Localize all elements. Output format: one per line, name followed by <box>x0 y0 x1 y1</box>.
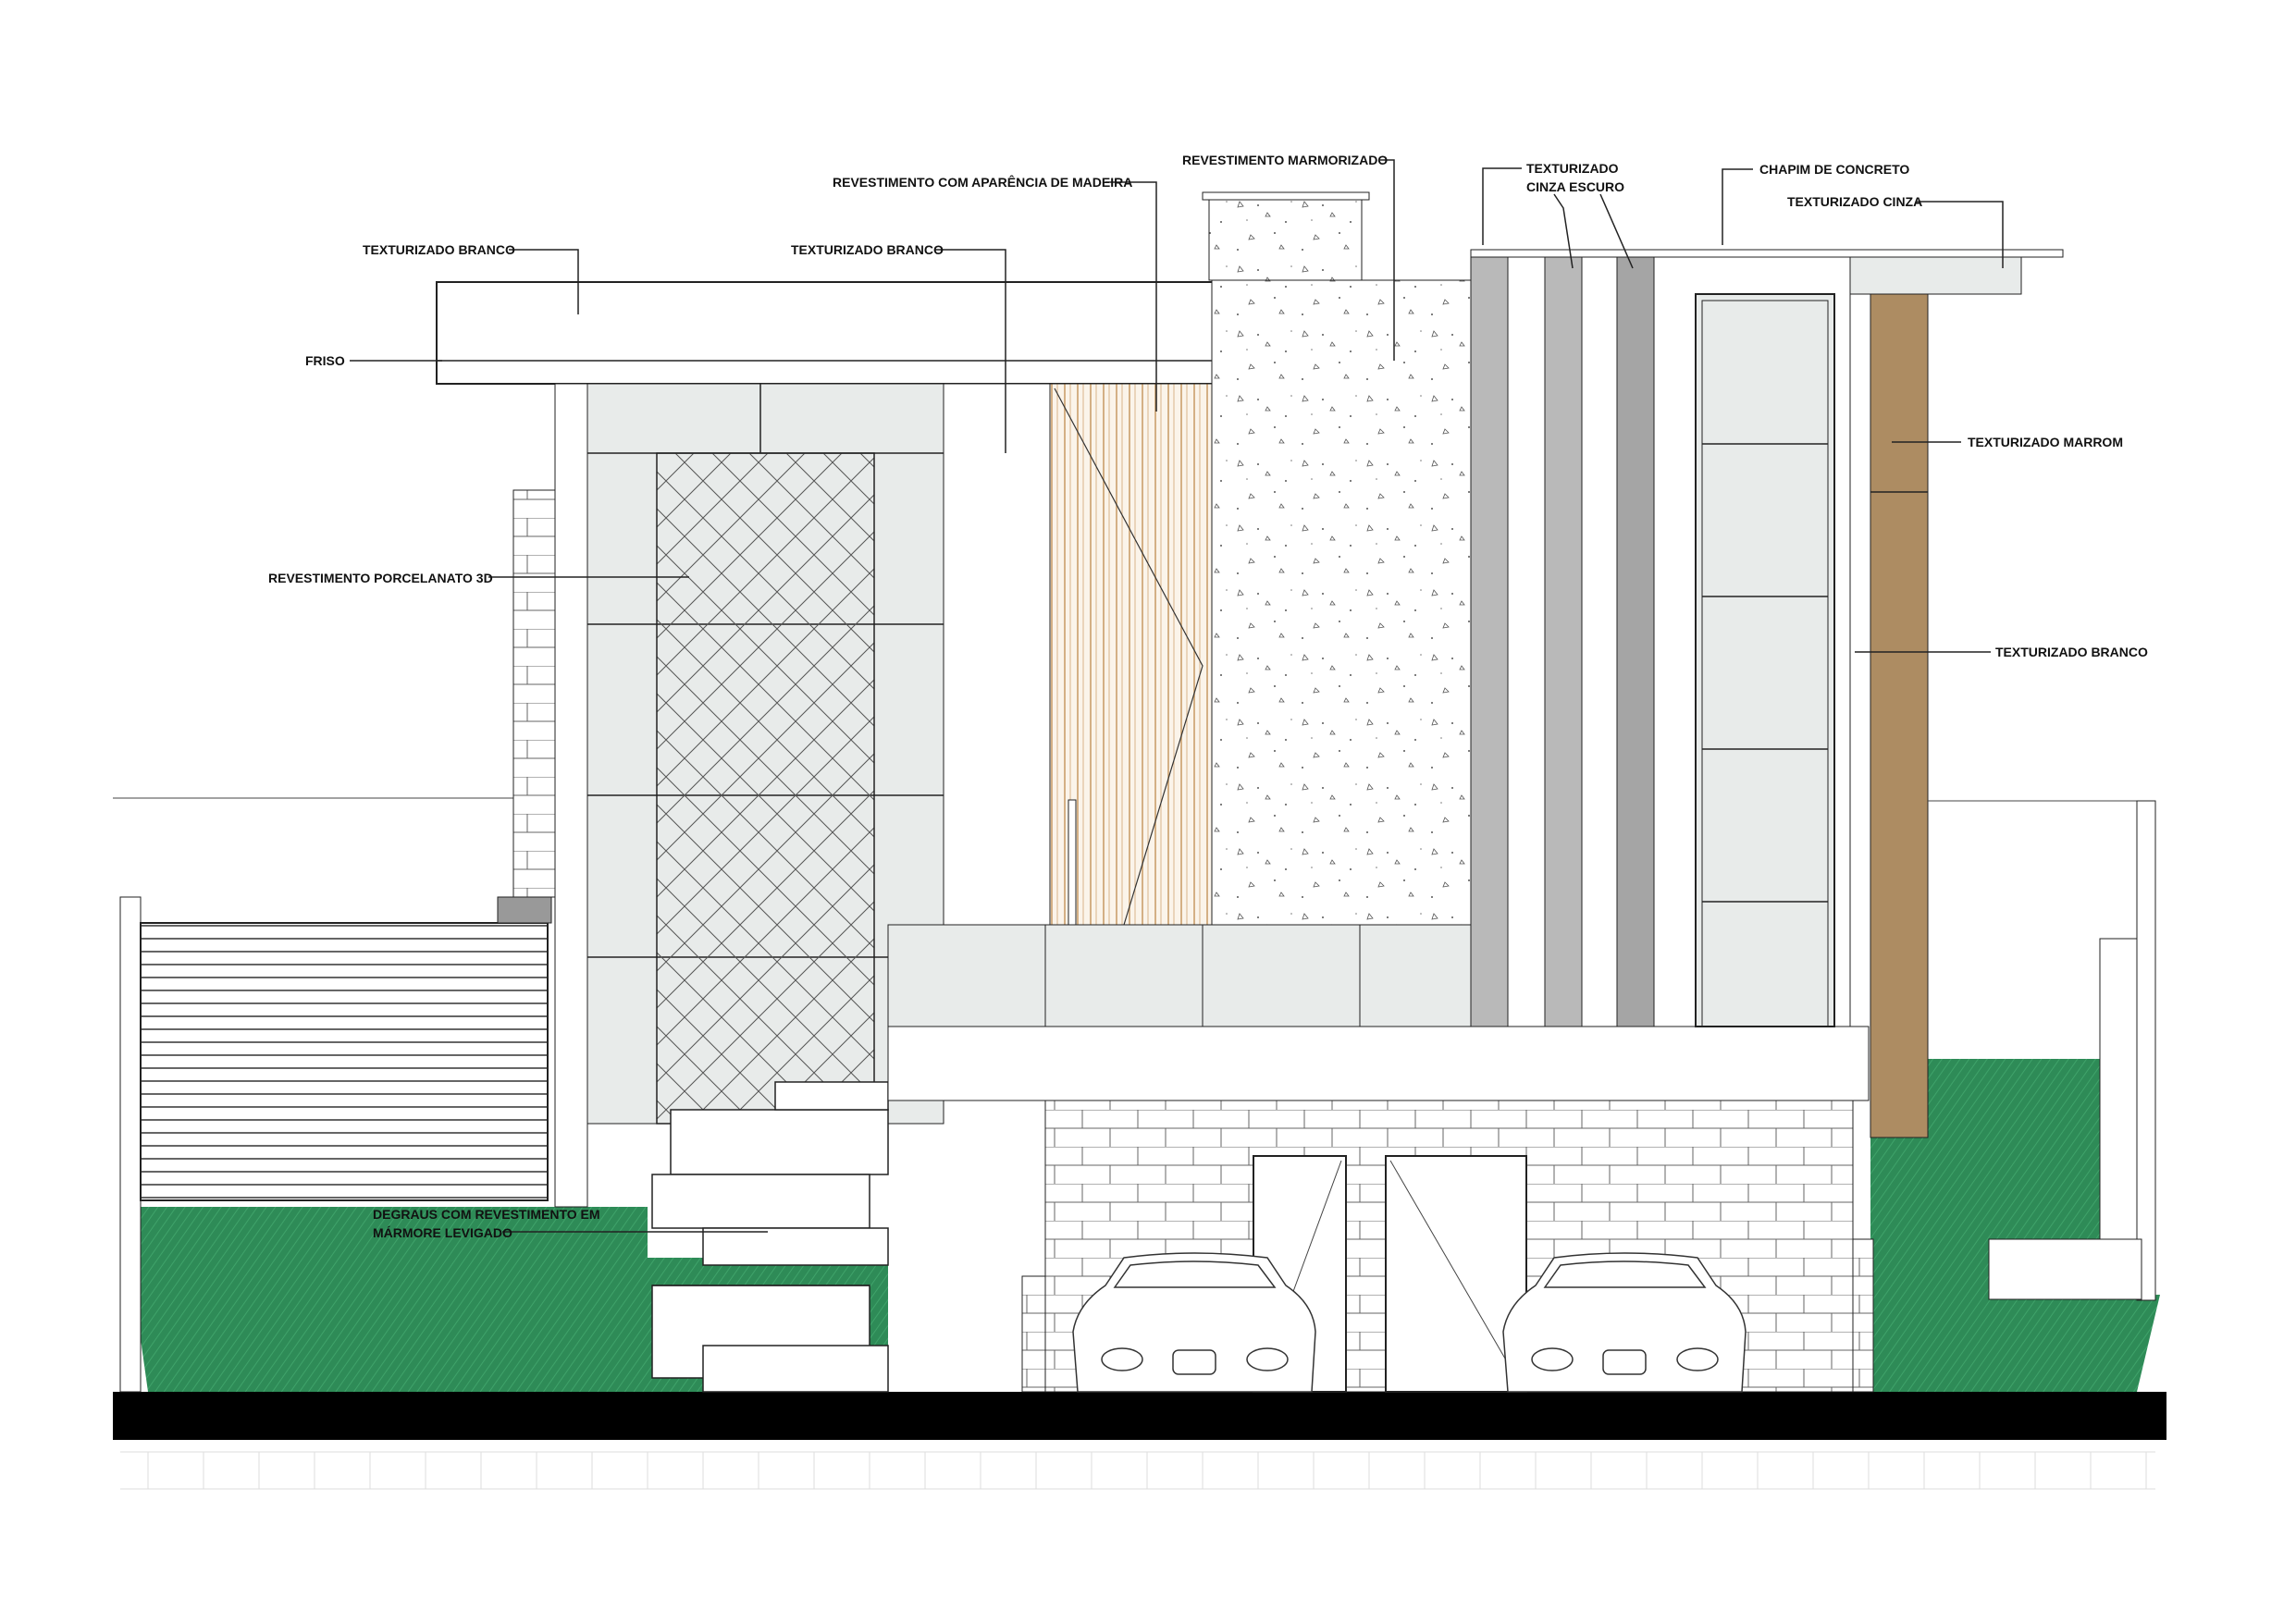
garage-door-right <box>1385 1155 1527 1393</box>
tall-window <box>1695 293 1835 1027</box>
label-revestimento-marmorizado: REVESTIMENTO MARMORIZADO <box>1182 153 1388 167</box>
left-roof-slab <box>436 281 1358 385</box>
label-texturizado-branco-right: TEXTURIZADO BRANCO <box>1995 645 2148 659</box>
label-texturizado-branco-mid: TEXTURIZADO BRANCO <box>791 242 944 257</box>
label-revestimento-madeira: REVESTIMENTO COM APARÊNCIA DE MADEIRA <box>833 174 1132 190</box>
planter-panels <box>887 924 1472 1027</box>
marble-column <box>1211 279 1472 926</box>
ground-hatch <box>120 1451 2155 1490</box>
label-texturizado-branco-top: TEXTURIZADO BRANCO <box>363 242 515 257</box>
label-degraus-2: MÁRMORE LEVIGADO <box>373 1225 512 1240</box>
label-revestimento-porcelanato: REVESTIMENTO PORCELANATO 3D <box>268 571 493 585</box>
label-texturizado-marrom: TEXTURIZADO MARROM <box>1968 435 2123 449</box>
left-wall-post <box>119 896 142 1393</box>
label-chapim-concreto: CHAPIM DE CONCRETO <box>1759 162 1909 177</box>
label-friso: FRISO <box>305 353 345 368</box>
label-texturizado-cinza-escuro-1: TEXTURIZADO <box>1526 161 1619 176</box>
car-right <box>1502 1252 1747 1393</box>
brown-column <box>1870 293 1929 1138</box>
marble-stairs <box>651 1081 889 1393</box>
gray-stripe-2 <box>1544 256 1583 1027</box>
gray-stripe-3 <box>1616 256 1655 1027</box>
label-texturizado-cinza: TEXTURIZADO CINZA <box>1787 194 1922 209</box>
left-brick-column <box>512 489 556 898</box>
car-left <box>1072 1252 1316 1393</box>
porcelanato-3d-panel <box>656 452 875 1125</box>
leader-lines <box>350 159 2004 1233</box>
gray-stripe-1 <box>1470 256 1509 1027</box>
ground-slab <box>113 1392 2166 1440</box>
label-degraus-1: DEGRAUS COM REVESTIMENTO EM <box>373 1207 600 1222</box>
label-texturizado-cinza-escuro-2: CINZA ESCURO <box>1526 179 1624 194</box>
grass-right <box>1870 1059 2160 1392</box>
left-gate-louver <box>140 922 549 1201</box>
